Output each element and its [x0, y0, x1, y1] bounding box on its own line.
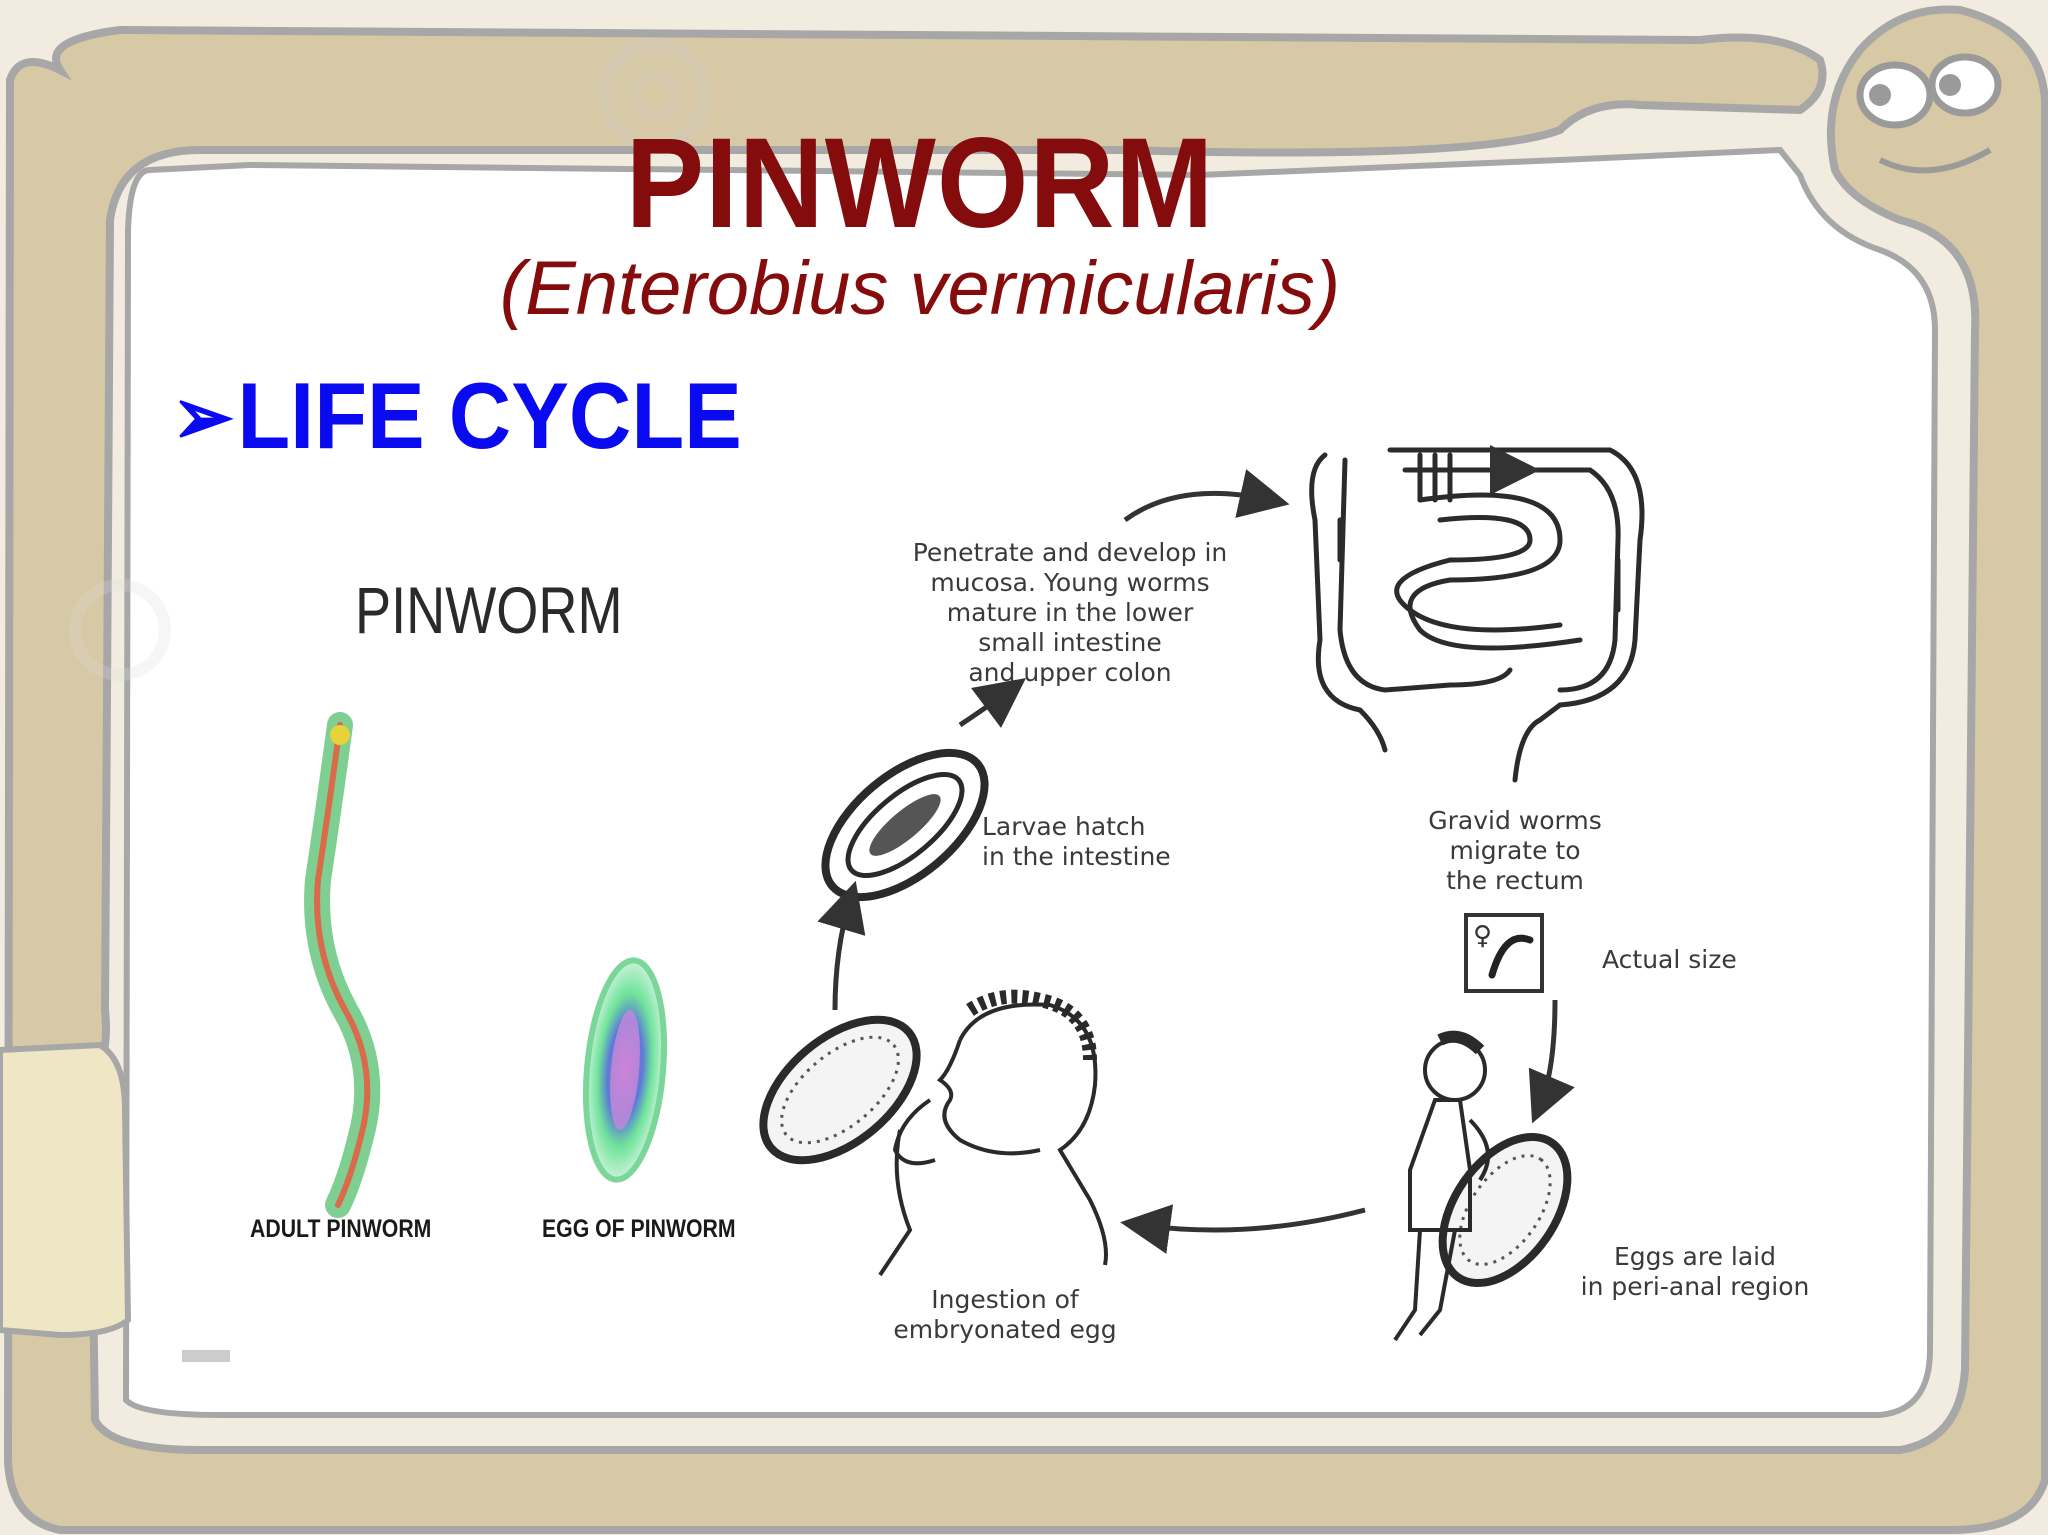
caption-penetrate: Penetrate and develop in mucosa. Young w…	[912, 538, 1228, 687]
section-heading: ➢ LIFE CYCLE	[172, 362, 742, 470]
worm-head-icon	[1856, 53, 2002, 174]
caption-gravid: Gravid worms migrate to the rectum	[1428, 806, 1602, 895]
caption-ingestion: Ingestion of embryonated egg	[893, 1285, 1117, 1344]
section-heading-label: LIFE CYCLE	[237, 363, 742, 468]
caption-eggs-laid: Eggs are laid in peri-anal region	[1580, 1242, 1810, 1301]
panel-title: PINWORM	[355, 573, 623, 647]
caption-larvae: Larvae hatch in the intestine	[982, 812, 1171, 871]
slide-title: PINWORM	[625, 112, 1215, 255]
egg-pinworm-caption: EGG OF PINWORM	[542, 1215, 736, 1243]
adult-pinworm-caption: ADULT PINWORM	[250, 1215, 432, 1243]
frame-tail	[0, 1041, 132, 1339]
caption-actual-size: Actual size	[1602, 945, 1737, 974]
slide-subtitle: (Enterobius vermicularis)	[499, 246, 1341, 331]
watermark-icon	[69, 38, 712, 681]
arrow-bullet-icon: ➢	[172, 371, 234, 461]
frame-body	[3, 5, 2048, 1534]
